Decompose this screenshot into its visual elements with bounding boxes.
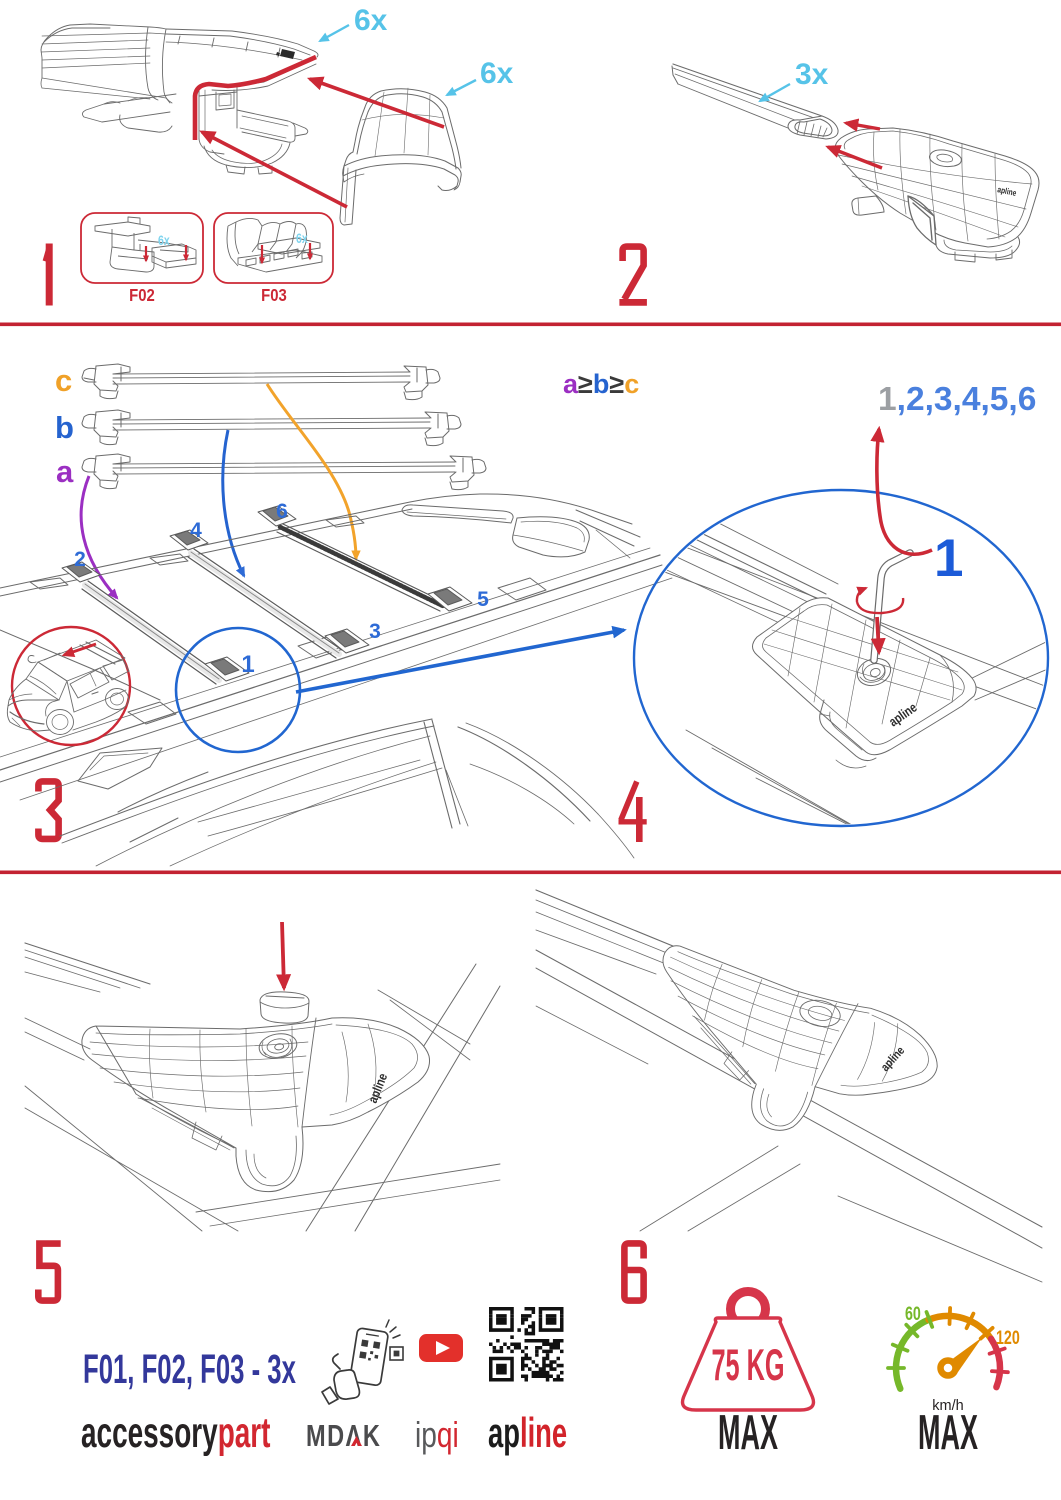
svg-text:apline: apline (488, 1410, 567, 1456)
svg-text:c: c (55, 363, 72, 398)
svg-text:6x: 6x (158, 233, 170, 249)
svg-text:a≥b≥c: a≥b≥c (563, 369, 639, 399)
svg-text:4: 4 (190, 519, 202, 542)
svg-text:MAX: MAX (918, 1406, 978, 1461)
svg-text:F03: F03 (261, 286, 287, 305)
svg-text:F01, F02, F03 - 3x: F01, F02, F03 - 3x (83, 1347, 296, 1392)
svg-text:3x: 3x (795, 58, 829, 91)
svg-text:75 KG: 75 KG (712, 1339, 785, 1389)
svg-text:MAX: MAX (718, 1406, 778, 1461)
svg-text:6x: 6x (296, 231, 308, 247)
svg-text:b: b (55, 410, 74, 445)
svg-text:km/h: km/h (932, 1398, 963, 1414)
svg-text:1: 1 (934, 529, 963, 588)
svg-text:120: 120 (996, 1327, 1020, 1348)
svg-text:6: 6 (276, 500, 288, 523)
svg-text:1: 1 (241, 651, 254, 678)
svg-text:6x: 6x (354, 4, 388, 37)
svg-text:ipqi: ipqi (415, 1415, 459, 1455)
svg-text:3: 3 (369, 620, 381, 643)
svg-text:1,2,3,4,5,6: 1,2,3,4,5,6 (878, 381, 1036, 418)
svg-text:6x: 6x (480, 57, 514, 90)
svg-text:2: 2 (74, 548, 86, 571)
svg-text:F02: F02 (129, 286, 155, 305)
svg-text:apline: apline (997, 184, 1018, 198)
svg-text:accessorypart: accessorypart (81, 1408, 270, 1457)
svg-text:5: 5 (477, 588, 489, 611)
svg-text:60: 60 (905, 1303, 921, 1324)
svg-text:MDΛK: MDΛK (306, 1418, 381, 1453)
svg-text:a: a (56, 454, 74, 489)
